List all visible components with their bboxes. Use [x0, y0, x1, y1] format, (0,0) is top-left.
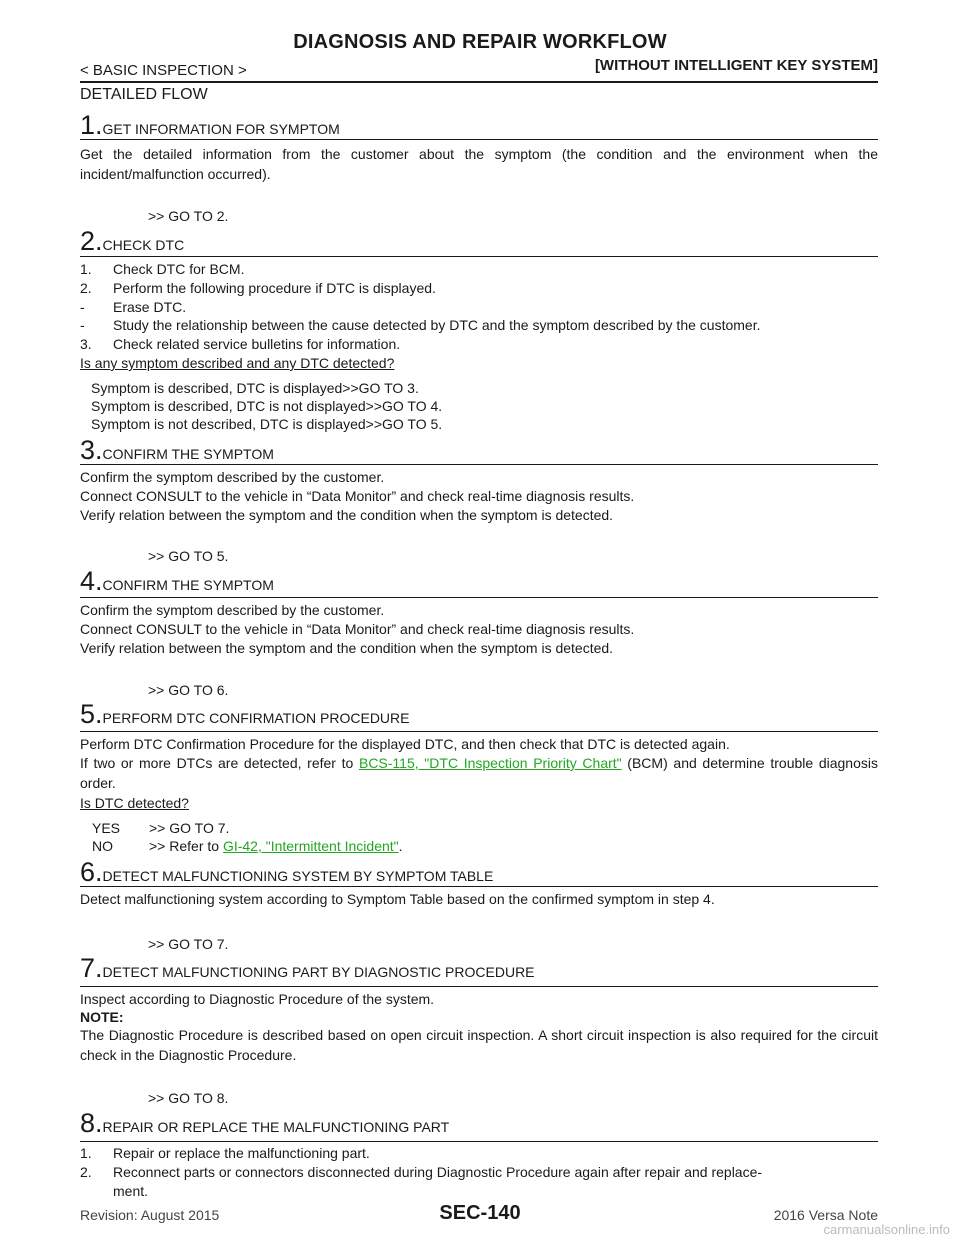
- list-item: -Study the relationship between the caus…: [80, 317, 761, 333]
- step-rule: [80, 731, 878, 732]
- step-number: 7.: [80, 953, 103, 983]
- step-3-line: Confirm the symptom described by the cus…: [80, 469, 385, 485]
- list-item: 2.Reconnect parts or connectors disconne…: [80, 1164, 763, 1180]
- flow-title: DETAILED FLOW: [80, 86, 208, 103]
- step-4-line: Verify relation between the symptom and …: [80, 640, 614, 656]
- step-4-heading: 4.CONFIRM THE SYMPTOM: [80, 566, 274, 597]
- step-4-line: Confirm the symptom described by the cus…: [80, 602, 385, 618]
- step-2-answer: Symptom is described, DTC is displayed>>…: [91, 380, 419, 396]
- step-5-paragraph: If two or more DTCs are detected, refer …: [80, 755, 878, 791]
- bcs-115-link[interactable]: BCS-115, "DTC Inspection Priority Chart": [358, 755, 622, 771]
- step-title: PERFORM DTC CONFIRMATION PROCEDURE: [102, 710, 410, 726]
- step-title: DETECT MALFUNCTIONING PART BY DIAGNOSTIC…: [102, 964, 535, 980]
- header-rule: [80, 81, 878, 83]
- step-7-note: The Diagnostic Procedure is described ba…: [80, 1027, 878, 1063]
- step-1-heading: 1.GET INFORMATION FOR SYMPTOM: [80, 110, 340, 141]
- step-2-answer: Symptom is described, DTC is not display…: [91, 398, 443, 414]
- section-label: < BASIC INSPECTION >: [80, 62, 247, 79]
- step-number: 3.: [80, 435, 103, 465]
- note-label: NOTE:: [80, 1009, 124, 1025]
- page-title: DIAGNOSIS AND REPAIR WORKFLOW: [293, 31, 667, 53]
- step-7-goto: >> GO TO 8.: [148, 1090, 229, 1106]
- step-rule: [80, 139, 878, 140]
- step-5-yes: YES>> GO TO 7.: [92, 820, 230, 836]
- step-3-line: Connect CONSULT to the vehicle in “Data …: [80, 488, 635, 504]
- condition-label: [WITHOUT INTELLIGENT KEY SYSTEM]: [594, 57, 878, 74]
- step-rule: [80, 464, 878, 465]
- step-6-goto: >> GO TO 7.: [148, 936, 229, 952]
- gi-42-link[interactable]: GI-42, "Intermittent Incident": [222, 838, 399, 854]
- step-5-no: NO>> Refer to GI-42, "Intermittent Incid…: [92, 838, 403, 854]
- step-5-line: Perform DTC Confirmation Procedure for t…: [80, 736, 730, 752]
- step-2-question: Is any symptom described and any DTC det…: [80, 355, 395, 371]
- step-6-heading: 6.DETECT MALFUNCTIONING SYSTEM BY SYMPTO…: [80, 857, 493, 888]
- step-title: REPAIR OR REPLACE THE MALFUNCTIONING PAR…: [102, 1119, 450, 1135]
- list-item: -Erase DTC.: [80, 299, 187, 315]
- step-7-body: Inspect according to Diagnostic Procedur…: [80, 991, 435, 1007]
- step-number: 6.: [80, 857, 103, 887]
- step-title: CONFIRM THE SYMPTOM: [102, 446, 274, 462]
- step-3-goto: >> GO TO 5.: [148, 548, 229, 564]
- step-1-goto: >> GO TO 2.: [148, 208, 229, 224]
- step-number: 2.: [80, 226, 103, 256]
- step-5-question: Is DTC detected?: [80, 795, 189, 811]
- list-item: 1.Check DTC for BCM.: [80, 261, 245, 277]
- list-item: 3.Check related service bulletins for in…: [80, 336, 401, 352]
- step-number: 1.: [80, 110, 103, 140]
- list-item: ment.: [113, 1183, 149, 1199]
- step-title: CONFIRM THE SYMPTOM: [102, 577, 274, 593]
- page-number: SEC-140: [439, 1202, 521, 1224]
- list-item: 1.Repair or replace the malfunctioning p…: [80, 1145, 370, 1161]
- step-3-line: Verify relation between the symptom and …: [80, 507, 614, 523]
- step-number: 8.: [80, 1108, 103, 1138]
- step-number: 4.: [80, 566, 103, 596]
- step-4-line: Connect CONSULT to the vehicle in “Data …: [80, 621, 635, 637]
- step-2-heading: 2.CHECK DTC: [80, 226, 184, 257]
- step-4-goto: >> GO TO 6.: [148, 682, 229, 698]
- list-item: 2.Perform the following procedure if DTC…: [80, 280, 436, 296]
- watermark: carmanualsonline.info: [823, 1222, 950, 1237]
- step-rule: [80, 886, 878, 887]
- step-number: 5.: [80, 699, 103, 729]
- step-rule: [80, 256, 878, 257]
- step-6-body: Detect malfunctioning system according t…: [80, 891, 715, 907]
- model-label: 2016 Versa Note: [773, 1207, 878, 1223]
- step-7-heading: 7.DETECT MALFUNCTIONING PART BY DIAGNOST…: [80, 953, 535, 984]
- revision-label: Revision: August 2015: [80, 1207, 220, 1223]
- step-2-answer: Symptom is not described, DTC is display…: [91, 416, 443, 432]
- step-title: DETECT MALFUNCTIONING SYSTEM BY SYMPTOM …: [102, 868, 494, 884]
- step-title: CHECK DTC: [102, 237, 185, 253]
- step-1-body: Get the detailed information from the cu…: [80, 146, 878, 182]
- step-8-heading: 8.REPAIR OR REPLACE THE MALFUNCTIONING P…: [80, 1108, 449, 1139]
- step-rule: [80, 597, 878, 598]
- step-3-heading: 3.CONFIRM THE SYMPTOM: [80, 435, 274, 466]
- step-rule: [80, 1141, 878, 1142]
- step-5-heading: 5.PERFORM DTC CONFIRMATION PROCEDURE: [80, 699, 410, 730]
- step-title: GET INFORMATION FOR SYMPTOM: [102, 121, 340, 137]
- step-rule: [80, 986, 878, 987]
